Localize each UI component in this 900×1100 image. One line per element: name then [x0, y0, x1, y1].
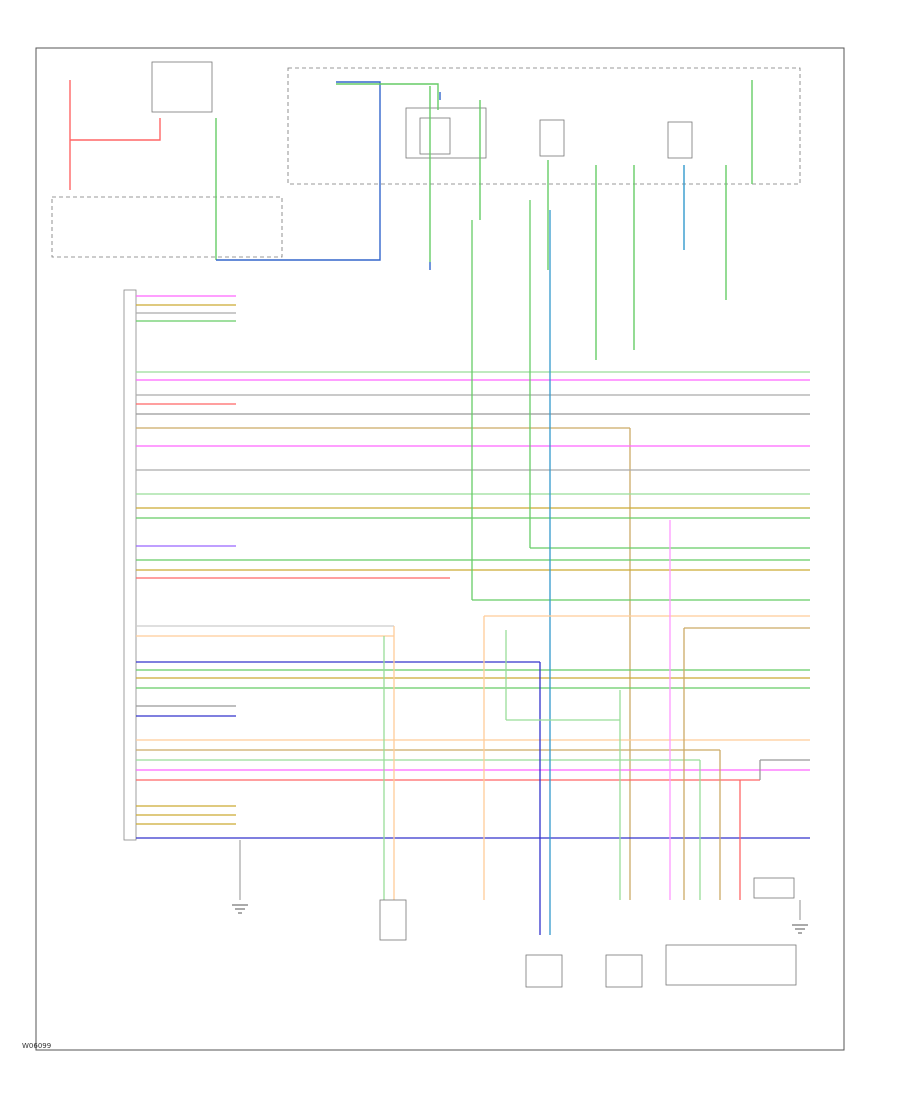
bottom-components: [239, 840, 801, 988]
top-fuse-area: [51, 61, 801, 258]
pcm-connector-block: [123, 289, 137, 841]
vertical-feeds: [383, 200, 810, 935]
top-wires: [69, 80, 753, 360]
diagram-code: W06099: [22, 1042, 52, 1050]
harness-wires: [136, 295, 810, 900]
ground-symbols: [232, 904, 808, 934]
diagram-border: [35, 47, 845, 1051]
